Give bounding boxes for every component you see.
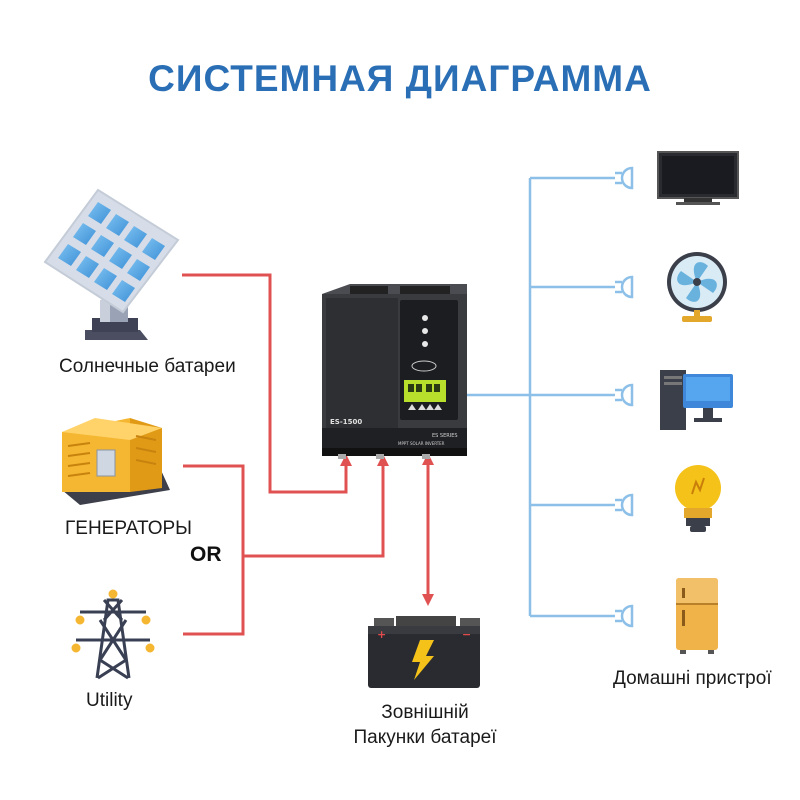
inverter-subtitle: MPPT SOLAR INVERTER: [398, 441, 445, 446]
tv-icon: [657, 151, 739, 205]
battery-label-line2: Пакунки батареї: [353, 727, 497, 748]
battery-label-line1: Зовнішній: [381, 702, 469, 723]
plug-icon: [615, 275, 634, 299]
plug-icon: [615, 604, 634, 628]
generator-label: ГЕНЕРАТОРЫ: [65, 518, 192, 539]
solar-panel-icon: [43, 188, 180, 340]
utility-line: [183, 556, 245, 636]
page-title: СИСТЕМНАЯ ДИАГРАММА: [148, 58, 652, 99]
fan-icon: [667, 252, 727, 322]
inverter-model: ES-1500: [330, 418, 362, 426]
fridge-icon: [676, 578, 718, 654]
svg-text:−: −: [462, 628, 471, 641]
utility-tower-icon: [71, 589, 155, 680]
computer-icon: [660, 370, 733, 430]
input-lines: [182, 273, 434, 636]
output-lines: [462, 176, 615, 618]
generator-icon: [62, 418, 170, 505]
loads-label: Домашні пристрої: [613, 668, 772, 689]
svg-text:+: +: [377, 628, 386, 641]
plug-icon: [615, 493, 634, 517]
grid-feed-line: [243, 454, 389, 558]
plug-icons: [615, 166, 634, 628]
solar-line: [182, 273, 352, 494]
solar-label: Солнечные батареи: [59, 356, 236, 377]
utility-label: Utility: [86, 690, 133, 711]
battery-icon: + −: [368, 616, 480, 688]
or-label: OR: [190, 543, 222, 566]
inverter-series: ES SERIES: [432, 433, 458, 439]
inverter-icon: ES-1500 ES SERIES MPPT SOLAR INVERTER: [322, 284, 467, 459]
bulb-icon: [675, 465, 721, 532]
plug-icon: [615, 166, 634, 190]
plug-icon: [615, 383, 634, 407]
generator-line: [183, 464, 245, 556]
